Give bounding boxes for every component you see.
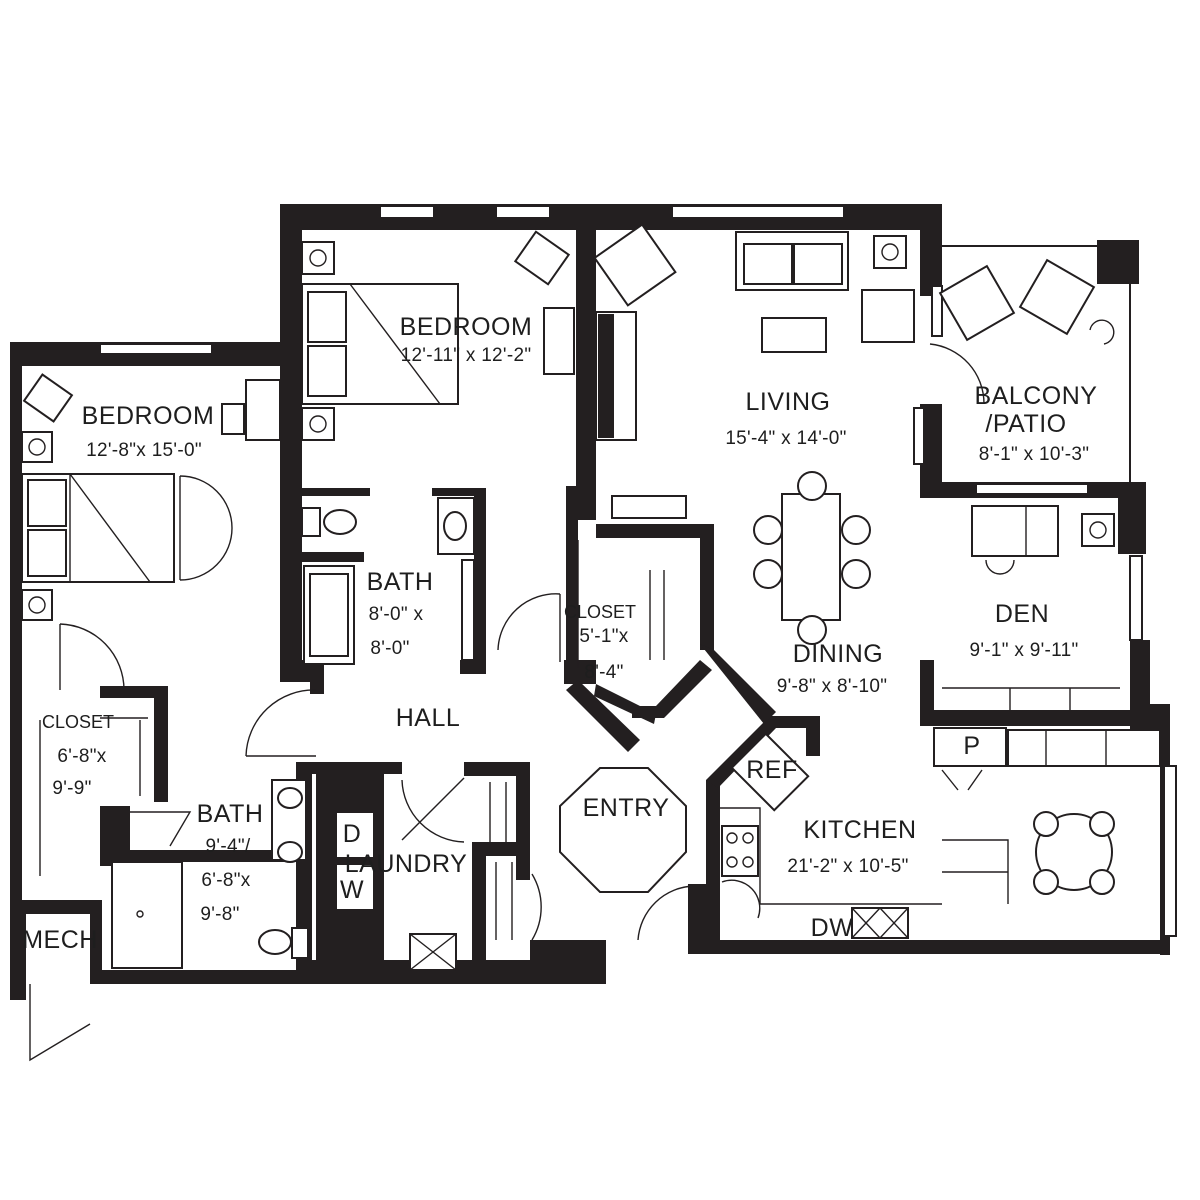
balcony-name-line2: /PATIO [985,410,1066,438]
bath-2-name: BATH [367,568,434,596]
bedroom-1-name: BEDROOM [82,402,215,430]
den-name: DEN [995,600,1049,628]
bedroom-2-dims: 12'-11" x 12'-2" [401,345,532,366]
bath-2-dims-line2: 8'-0" [370,638,409,659]
kitchen-dims: 21'-2" x 10'-5" [787,856,908,877]
dining-dims: 9'-8" x 8'-10" [777,676,888,697]
appliance-labels: REF P D W DW [340,732,980,942]
dining-name: DINING [793,640,884,668]
closet-hall-dims-line2: 8'-4" [584,662,623,683]
pantry-label: P [963,732,980,760]
dryer-label: D [343,820,362,848]
windows [99,205,1177,937]
bath-1-dims-line3: 9'-8" [200,904,239,925]
washer-label: W [340,876,364,904]
bath-1-dims-line2: 6'-8"x [201,870,250,891]
fixtures [21,223,1161,971]
bedroom-2-name: BEDROOM [400,313,533,341]
living-name: LIVING [746,388,831,416]
closet-bedroom-dims-line2: 9'-9" [52,778,91,799]
living-dims: 15'-4" x 14'-0" [725,428,846,449]
closet-bedroom-dims-line1: 6'-8"x [57,746,106,767]
laundry-name: LAUNDRY [345,850,468,878]
mech-name: MECH [22,926,98,954]
ref-label: REF [746,756,798,784]
closet-bedroom-name: CLOSET [42,712,114,732]
bedroom-1-dims: 12'-8"x 15'-0" [86,440,202,461]
bath-1-dims-line1: 9'-4"/ [206,836,251,857]
dishwasher-label: DW [811,914,854,942]
room-labels: BEDROOM 12'-8"x 15'-0" BEDROOM 12'-11" x… [22,313,1097,954]
closet-hall-dims-line1: 5'-1"x [579,626,628,647]
entry-name: ENTRY [583,794,670,822]
kitchen-name: KITCHEN [803,816,916,844]
bath-1-name: BATH [197,800,264,828]
door-swings [29,343,985,1062]
den-dims: 9'-1" x 9'-11" [969,640,1078,661]
closet-hall-name: CLOSET [564,602,636,622]
bath-2-dims-line1: 8'-0" x [369,604,424,625]
hall-name: HALL [396,704,461,732]
balcony-name-line1: BALCONY [975,382,1098,410]
balcony-dims: 8'-1" x 10'-3" [979,444,1090,465]
